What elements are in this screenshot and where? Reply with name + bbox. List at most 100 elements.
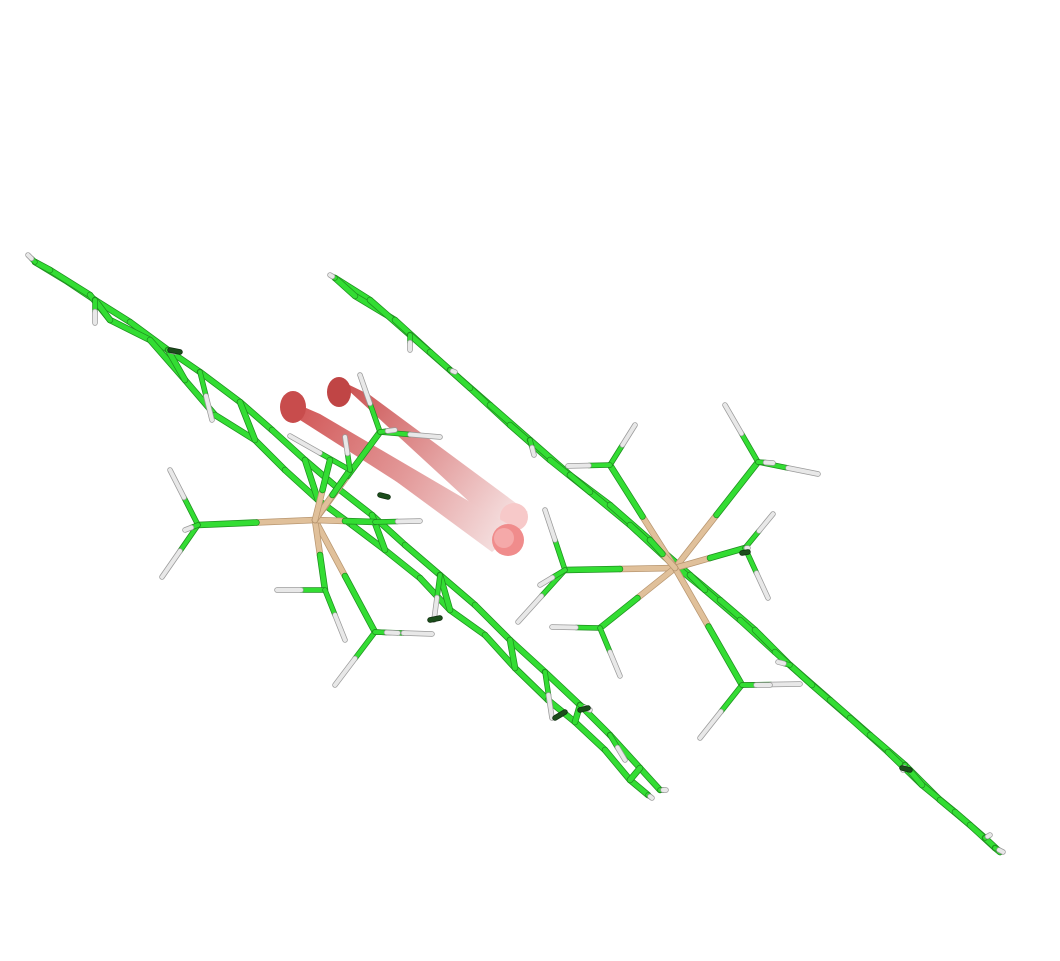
right-silyl-ch-a bbox=[586, 462, 613, 469]
left-ring-bond bbox=[281, 466, 322, 504]
left-ring-bond bbox=[636, 764, 664, 794]
left-ring-h-b bbox=[25, 252, 35, 262]
left-ring-h-a bbox=[197, 369, 209, 399]
right-silyl-bond-b bbox=[713, 458, 762, 519]
right-ring-h-b bbox=[449, 368, 458, 375]
right-silyl-ch-b bbox=[785, 465, 821, 477]
right-silyl-ch-b bbox=[549, 624, 579, 631]
left-silyl-ch-a bbox=[317, 450, 353, 473]
left-ring-bond bbox=[46, 266, 94, 299]
left-silyl-bond-b bbox=[316, 551, 329, 594]
right-silyl-bond-b bbox=[596, 594, 641, 632]
left-silyl-ch-a bbox=[322, 587, 338, 618]
left-ring-rung bbox=[236, 398, 259, 444]
left-ring-h-a bbox=[434, 572, 443, 601]
left-silyl-ch-b bbox=[332, 655, 358, 688]
right-silyl-bond-a bbox=[671, 564, 712, 630]
right-silyl-ch-b bbox=[753, 570, 771, 601]
left-silyl-bond-b bbox=[341, 517, 379, 526]
left-ring-bond bbox=[401, 541, 444, 579]
left-ring-bond bbox=[106, 316, 154, 344]
left-ring-rung bbox=[31, 258, 54, 274]
edge-on-bond bbox=[577, 705, 591, 713]
right-si-backbone-b bbox=[646, 536, 666, 558]
edge-on-bond bbox=[167, 347, 183, 355]
left-ring-bond bbox=[446, 606, 489, 639]
left-ring-bond bbox=[381, 546, 424, 582]
left-silyl-ch-b bbox=[383, 629, 401, 636]
left-ring-bond bbox=[251, 436, 289, 474]
right-silyl-ch-b bbox=[619, 422, 638, 448]
left-ring-rung bbox=[506, 636, 519, 672]
edge-on-bond bbox=[377, 492, 391, 500]
left-silyl-ch-b bbox=[384, 427, 398, 434]
right-silyl-bond-a bbox=[616, 564, 679, 573]
left-silyl-ch-b bbox=[394, 518, 423, 525]
left-silyl-ch-a bbox=[177, 522, 201, 554]
left-silyl-ch-a bbox=[181, 494, 201, 528]
left-silyl-ch-b bbox=[182, 524, 195, 533]
left-silyl-bond-a bbox=[311, 516, 349, 580]
edge-on-bond bbox=[739, 549, 751, 556]
vector-cylinder-front bbox=[280, 391, 524, 556]
left-silyl-ch-b bbox=[332, 612, 348, 643]
right-ring-rung bbox=[686, 571, 709, 594]
left-ring-h-b bbox=[647, 793, 655, 801]
left-ring-bond bbox=[471, 601, 514, 644]
right-silyl-bond-b bbox=[561, 565, 624, 574]
right-silyl-bond-a bbox=[671, 511, 720, 572]
left-ring-bond bbox=[336, 486, 376, 519]
left-silyl-bond-a bbox=[253, 516, 319, 526]
left-si-backbone-a bbox=[311, 486, 326, 524]
right-silyl-bond-a bbox=[634, 564, 679, 602]
left-ring-bond bbox=[511, 664, 552, 704]
left-silyl-ch-b bbox=[287, 433, 323, 456]
left-ring-rung bbox=[301, 456, 322, 504]
left-ring-bond bbox=[506, 636, 549, 676]
left-ring-bond bbox=[626, 776, 652, 799]
left-silyl-ch-a bbox=[344, 450, 353, 473]
left-silyl-bond-b bbox=[194, 519, 260, 529]
right-ring-h-b bbox=[327, 272, 336, 280]
left-silyl-bond-b bbox=[329, 466, 354, 499]
left-ring-bond bbox=[301, 456, 344, 494]
left-silyl-ch-b bbox=[407, 431, 443, 440]
left-ring-h-a bbox=[542, 669, 552, 698]
left-ring-h-b bbox=[431, 594, 440, 623]
right-silyl-ch-a bbox=[573, 624, 603, 631]
right-ring-rung bbox=[331, 274, 359, 300]
left-si-backbone-b bbox=[319, 456, 334, 494]
edge-on-bond bbox=[899, 765, 913, 773]
left-silyl-ch-b bbox=[167, 467, 187, 501]
left-ring-bond bbox=[211, 411, 259, 444]
right-ring-rung bbox=[566, 471, 594, 496]
left-ring-bond bbox=[601, 746, 634, 784]
left-silyl-ch-b bbox=[159, 548, 183, 580]
left-ring-bond bbox=[436, 571, 479, 609]
left-silyl-bond-b bbox=[341, 572, 379, 636]
right-silyl-ch-b bbox=[607, 649, 623, 679]
right-silyl-bond-b bbox=[706, 544, 749, 562]
left-ring-bond bbox=[196, 368, 244, 406]
right-silyl-ch-a bbox=[718, 682, 745, 715]
left-ring-bond bbox=[481, 631, 519, 672]
right-ring-h-b bbox=[996, 847, 1006, 855]
right-silyl-ch-b bbox=[697, 708, 724, 741]
left-silyl-ch-b bbox=[357, 372, 373, 407]
right-ring-rung bbox=[786, 661, 816, 689]
left-ring-h-b bbox=[545, 692, 555, 721]
right-silyl-bond-a bbox=[671, 554, 714, 572]
left-silyl-ch-b bbox=[342, 434, 351, 457]
right-silyl-ch-b bbox=[565, 462, 592, 469]
left-ring-rung bbox=[164, 346, 189, 384]
right-silyl-ch-b bbox=[768, 681, 803, 688]
right-silyl-ch-a bbox=[597, 625, 613, 655]
left-silyl-ch-b bbox=[400, 630, 435, 637]
right-silyl-ch-b bbox=[515, 593, 545, 625]
right-silyl-ch-a bbox=[738, 430, 761, 465]
right-silyl-bond-b bbox=[705, 623, 746, 689]
edge-on-bond bbox=[552, 709, 568, 721]
left-ring-h-b bbox=[203, 393, 215, 423]
